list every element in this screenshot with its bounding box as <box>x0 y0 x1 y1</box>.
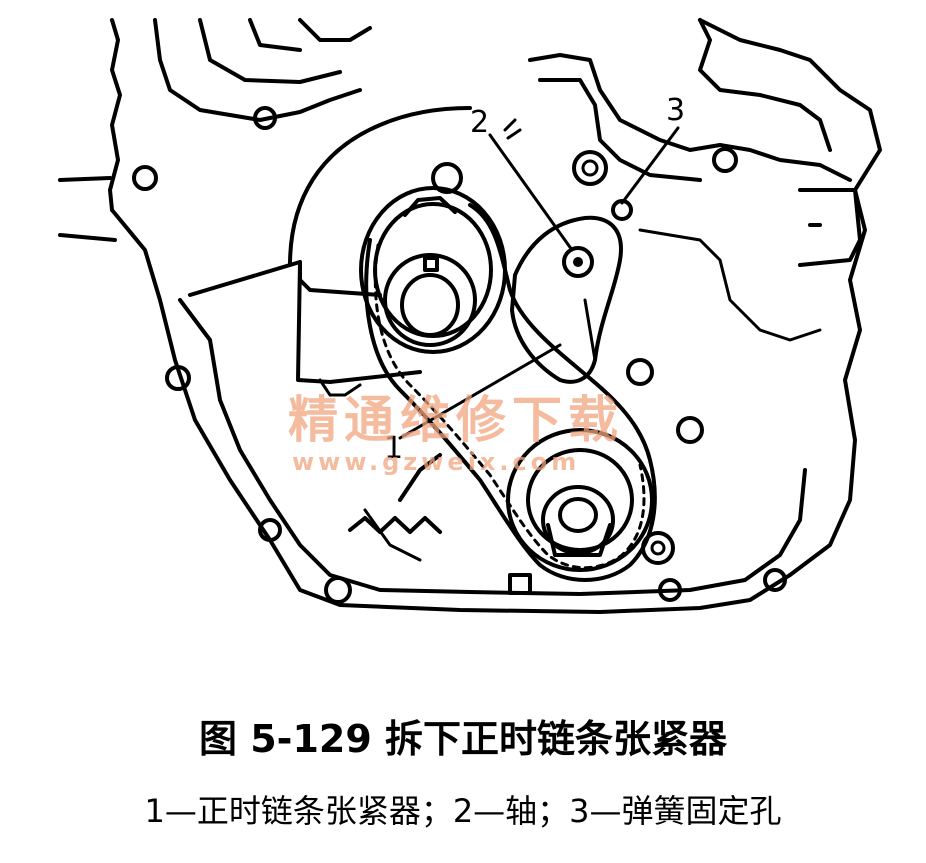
chain-tensioner <box>510 199 633 384</box>
leader-lines <box>398 118 680 440</box>
callout-3: 3 <box>666 93 685 128</box>
figure-caption-title: 图 5-129 拆下正时链条张紧器 <box>199 717 727 761</box>
camshaft-sprocket <box>359 162 507 354</box>
engine-cover-outline <box>58 18 882 614</box>
cover-arc <box>188 106 472 397</box>
watermark-text: 精通维修下载 <box>288 390 624 449</box>
watermark-url: www.gzweix.com <box>292 448 580 476</box>
callout-2: 2 <box>470 105 489 140</box>
callout-1: 1 <box>384 431 403 466</box>
mounting-holes <box>132 106 787 604</box>
engine-timing-chain-diagram: 2 3 1 精通维修下载 www.gzweix.com <box>58 18 882 614</box>
figure-caption-legend: 1—正时链条张紧器；2—轴；3—弹簧固定孔 <box>144 792 782 830</box>
tensioner-spring <box>348 453 532 595</box>
timing-chain <box>364 203 657 582</box>
